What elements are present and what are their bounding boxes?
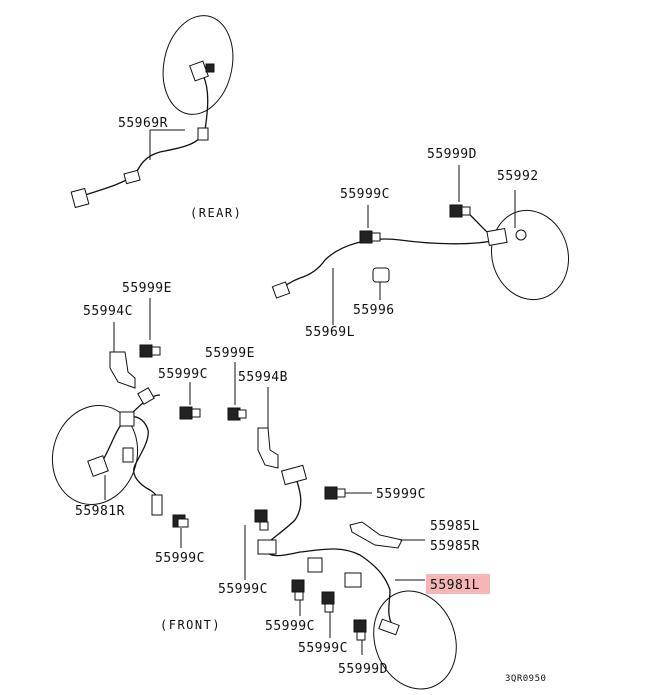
highlight-55981L[interactable]: 55981L [426,574,490,594]
part-label-55969R: 55969R [118,116,168,131]
front-right-sensor-assembly [51,387,182,548]
part-label-55985L: 55985L [430,519,480,534]
bolt-55999C-right [324,486,372,500]
part-label-55969L: 55969L [305,325,355,340]
bolt-55999C-leftmid [179,382,201,420]
part-label-55992: 55992 [497,169,539,184]
rear-left-sensor-assembly [271,190,570,325]
part-label-55999C-leftbot: 55999C [155,551,205,566]
rear-right-sensor-assembly [70,15,234,209]
part-label-55994C: 55994C [83,304,133,319]
part-label-55999C-bot1: 55999C [265,619,315,634]
part-label-55999C-bot2: 55999C [298,641,348,656]
bolt-55999C-bot1 [291,579,305,616]
bracket-55994B [257,387,279,469]
reference-code: 3QR0950 [505,674,546,684]
part-label-55999C-top: 55999C [340,187,390,202]
part-label-55999C-leftmid: 55999C [158,367,208,382]
part-label-55999D-bot: 55999D [338,662,388,677]
part-label-55999D-top: 55999D [427,147,477,162]
part-label-55981L[interactable]: 55981L [430,578,480,593]
part-label-55994B: 55994B [238,370,288,385]
bolt-55999E-mid [227,362,247,421]
part-label-55985R: 55985R [430,539,480,554]
front-caption: (FRONT) [160,618,221,632]
rear-caption: (REAR) [190,206,242,220]
part-label-55999E-mid: 55999E [205,346,255,361]
bolt-55999C-top [359,205,381,244]
bolt-55999C-bot2 [321,591,335,638]
part-label-55999C-right: 55999C [376,487,426,502]
bolt-55999C-mid [244,509,269,580]
part-label-55996: 55996 [353,303,395,318]
highlight-box [426,574,490,594]
part-label-55999C-mid: 55999C [218,582,268,597]
front-left-sensor-assembly [257,464,457,690]
part-label-55981R: 55981R [75,504,125,519]
part-label-55999E-left: 55999E [122,281,172,296]
bolt-55999D-top [449,165,471,218]
bracket-55994C [109,322,136,389]
bolt-55999E-left [139,298,161,358]
bolt-55999D-bot [353,619,367,655]
bolt-55999C-leftbot [172,514,189,528]
